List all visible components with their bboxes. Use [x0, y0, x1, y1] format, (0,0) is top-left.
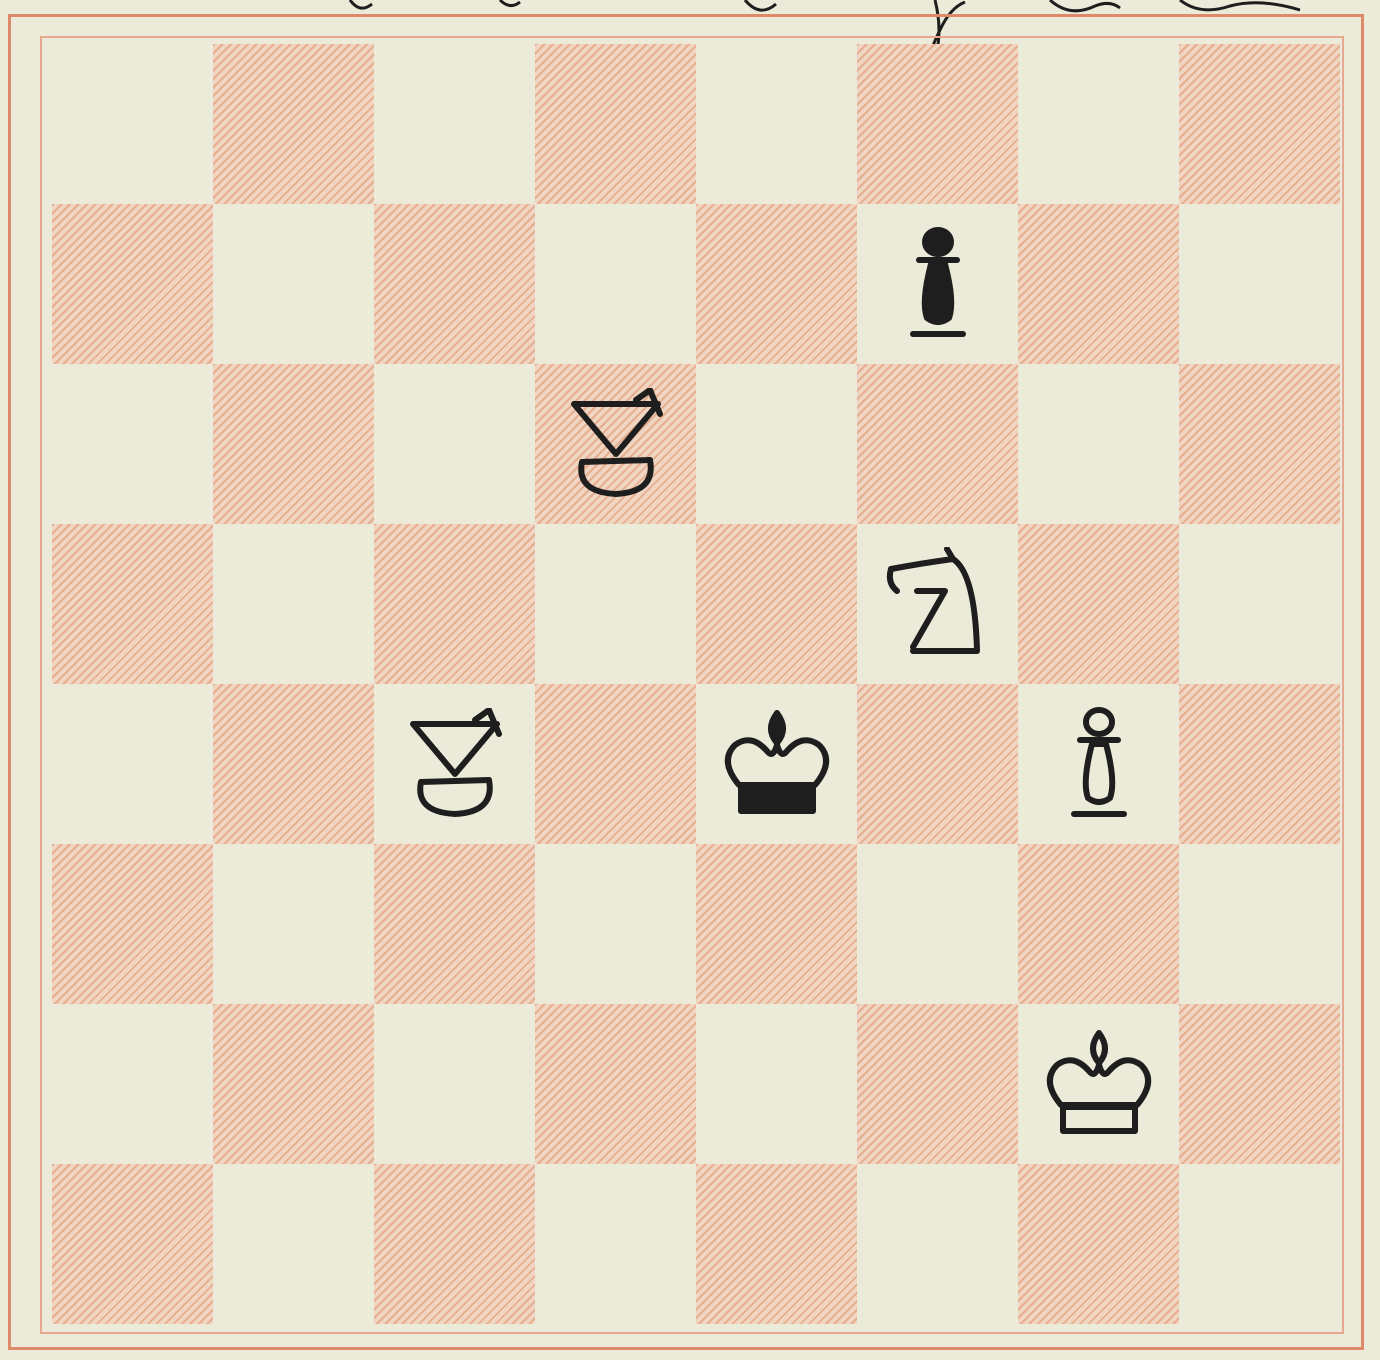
- square-h2[interactable]: [1179, 1004, 1340, 1164]
- square-d6[interactable]: [535, 364, 696, 524]
- square-d1[interactable]: [535, 1164, 696, 1324]
- square-f4[interactable]: [857, 684, 1018, 844]
- square-c1[interactable]: [374, 1164, 535, 1324]
- black-pawn-icon[interactable]: [903, 224, 973, 344]
- square-f5[interactable]: [857, 524, 1018, 684]
- square-h4[interactable]: [1179, 684, 1340, 844]
- square-d7[interactable]: [535, 204, 696, 364]
- square-c3[interactable]: [374, 844, 535, 1004]
- square-g5[interactable]: [1018, 524, 1179, 684]
- square-h7[interactable]: [1179, 204, 1340, 364]
- white-pawn-icon[interactable]: [1064, 704, 1134, 824]
- square-b1[interactable]: [213, 1164, 374, 1324]
- square-d5[interactable]: [535, 524, 696, 684]
- square-e2[interactable]: [696, 1004, 857, 1164]
- square-h3[interactable]: [1179, 844, 1340, 1004]
- square-a5[interactable]: [52, 524, 213, 684]
- square-f3[interactable]: [857, 844, 1018, 1004]
- square-c2[interactable]: [374, 1004, 535, 1164]
- square-a7[interactable]: [52, 204, 213, 364]
- square-c8[interactable]: [374, 44, 535, 204]
- square-b7[interactable]: [213, 204, 374, 364]
- square-d2[interactable]: [535, 1004, 696, 1164]
- black-king-icon[interactable]: [717, 707, 837, 822]
- white-knight-icon[interactable]: [883, 547, 993, 662]
- square-f8[interactable]: [857, 44, 1018, 204]
- square-f1[interactable]: [857, 1164, 1018, 1324]
- white-bishop-icon[interactable]: [405, 708, 505, 820]
- square-b2[interactable]: [213, 1004, 374, 1164]
- square-f7[interactable]: [857, 204, 1018, 364]
- square-h5[interactable]: [1179, 524, 1340, 684]
- square-h1[interactable]: [1179, 1164, 1340, 1324]
- square-c4[interactable]: [374, 684, 535, 844]
- white-king-icon[interactable]: [1039, 1027, 1159, 1142]
- square-g8[interactable]: [1018, 44, 1179, 204]
- square-a1[interactable]: [52, 1164, 213, 1324]
- square-b3[interactable]: [213, 844, 374, 1004]
- square-d4[interactable]: [535, 684, 696, 844]
- square-b5[interactable]: [213, 524, 374, 684]
- square-f2[interactable]: [857, 1004, 1018, 1164]
- square-g7[interactable]: [1018, 204, 1179, 364]
- square-e4[interactable]: [696, 684, 857, 844]
- square-e8[interactable]: [696, 44, 857, 204]
- square-g2[interactable]: [1018, 1004, 1179, 1164]
- square-c5[interactable]: [374, 524, 535, 684]
- square-g4[interactable]: [1018, 684, 1179, 844]
- square-e1[interactable]: [696, 1164, 857, 1324]
- white-bishop-icon[interactable]: [566, 388, 666, 500]
- square-h8[interactable]: [1179, 44, 1340, 204]
- square-e5[interactable]: [696, 524, 857, 684]
- square-g3[interactable]: [1018, 844, 1179, 1004]
- square-e7[interactable]: [696, 204, 857, 364]
- square-d3[interactable]: [535, 844, 696, 1004]
- square-f6[interactable]: [857, 364, 1018, 524]
- square-a6[interactable]: [52, 364, 213, 524]
- square-e6[interactable]: [696, 364, 857, 524]
- square-e3[interactable]: [696, 844, 857, 1004]
- square-a4[interactable]: [52, 684, 213, 844]
- square-b4[interactable]: [213, 684, 374, 844]
- square-h6[interactable]: [1179, 364, 1340, 524]
- square-c6[interactable]: [374, 364, 535, 524]
- square-a3[interactable]: [52, 844, 213, 1004]
- square-c7[interactable]: [374, 204, 535, 364]
- chess-board[interactable]: [52, 44, 1340, 1324]
- square-b8[interactable]: [213, 44, 374, 204]
- square-b6[interactable]: [213, 364, 374, 524]
- square-g1[interactable]: [1018, 1164, 1179, 1324]
- square-a2[interactable]: [52, 1004, 213, 1164]
- square-a8[interactable]: [52, 44, 213, 204]
- square-d8[interactable]: [535, 44, 696, 204]
- square-g6[interactable]: [1018, 364, 1179, 524]
